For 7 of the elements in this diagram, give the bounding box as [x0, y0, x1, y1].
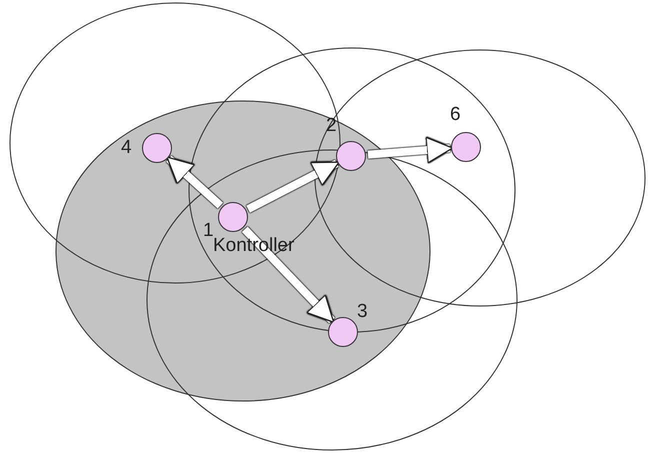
node-number: 1: [203, 221, 214, 241]
node-number: 6: [450, 105, 461, 125]
node-number: 3: [357, 302, 368, 322]
arrow: [166, 156, 224, 209]
node-number: 4: [121, 138, 132, 158]
arrow: [246, 160, 340, 213]
arrow: [368, 136, 454, 164]
